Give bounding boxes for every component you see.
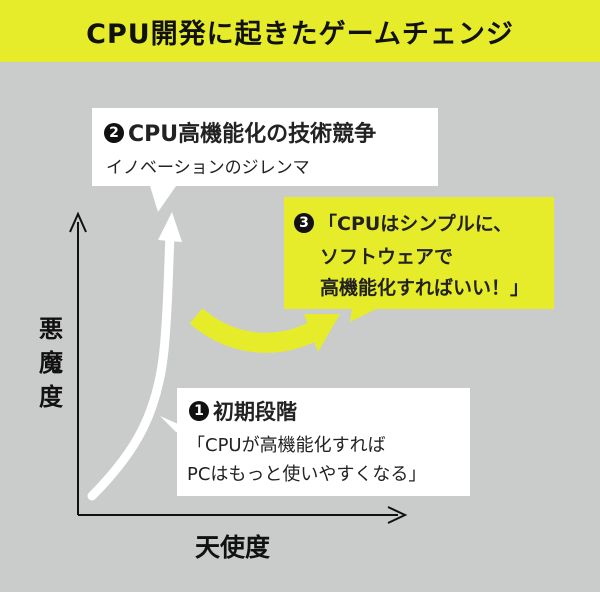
y-axis-label-char: 悪: [39, 315, 63, 343]
stage2-callout-tail: [150, 186, 176, 212]
stage3-callout-tail: [350, 308, 378, 322]
y-axis-arrowhead: [69, 211, 87, 233]
y-axis-label-char: 度: [39, 383, 63, 411]
stage2-title: CPU高機能化の技術競争: [128, 122, 377, 147]
growth-curve-arrowhead: [158, 212, 182, 242]
transition-arrow: [189, 308, 321, 353]
diagram-title: CPU開発に起きたゲームチェンジ: [86, 18, 514, 50]
stage1-number-badge: 1: [189, 401, 209, 421]
stage3-line-1: 3「CPUはシンプルに、: [294, 209, 512, 236]
growth-curve: [87, 230, 175, 501]
x-axis-label: 天使度: [195, 533, 271, 562]
stage3-box: 3「CPUはシンプルに、 ソフトウェアで 高機能化すればいい！」: [284, 197, 554, 309]
stage1-line-2: PCはもっと使いやすくなる」: [187, 464, 427, 485]
stage3-line-2: ソフトウェアで: [320, 246, 454, 268]
stage2-subtitle: イノベーションのジレンマ: [106, 158, 310, 178]
stage1-title: 初期段階: [213, 400, 297, 424]
x-axis-arrowhead: [387, 506, 408, 524]
y-axis-label: 悪 魔 度: [36, 312, 66, 414]
stage3-number-badge: 3: [294, 212, 314, 233]
transition-arrowhead: [304, 314, 340, 352]
stage3-line-3: 高機能化すればいい！」: [320, 277, 530, 299]
stage2-number-badge: 2: [104, 123, 124, 143]
y-axis-label-char: 魔: [39, 349, 63, 377]
title-banner: CPU開発に起きたゲームチェンジ: [0, 0, 600, 62]
stage1-line-1: 「CPUが高機能化すれば: [187, 435, 386, 456]
